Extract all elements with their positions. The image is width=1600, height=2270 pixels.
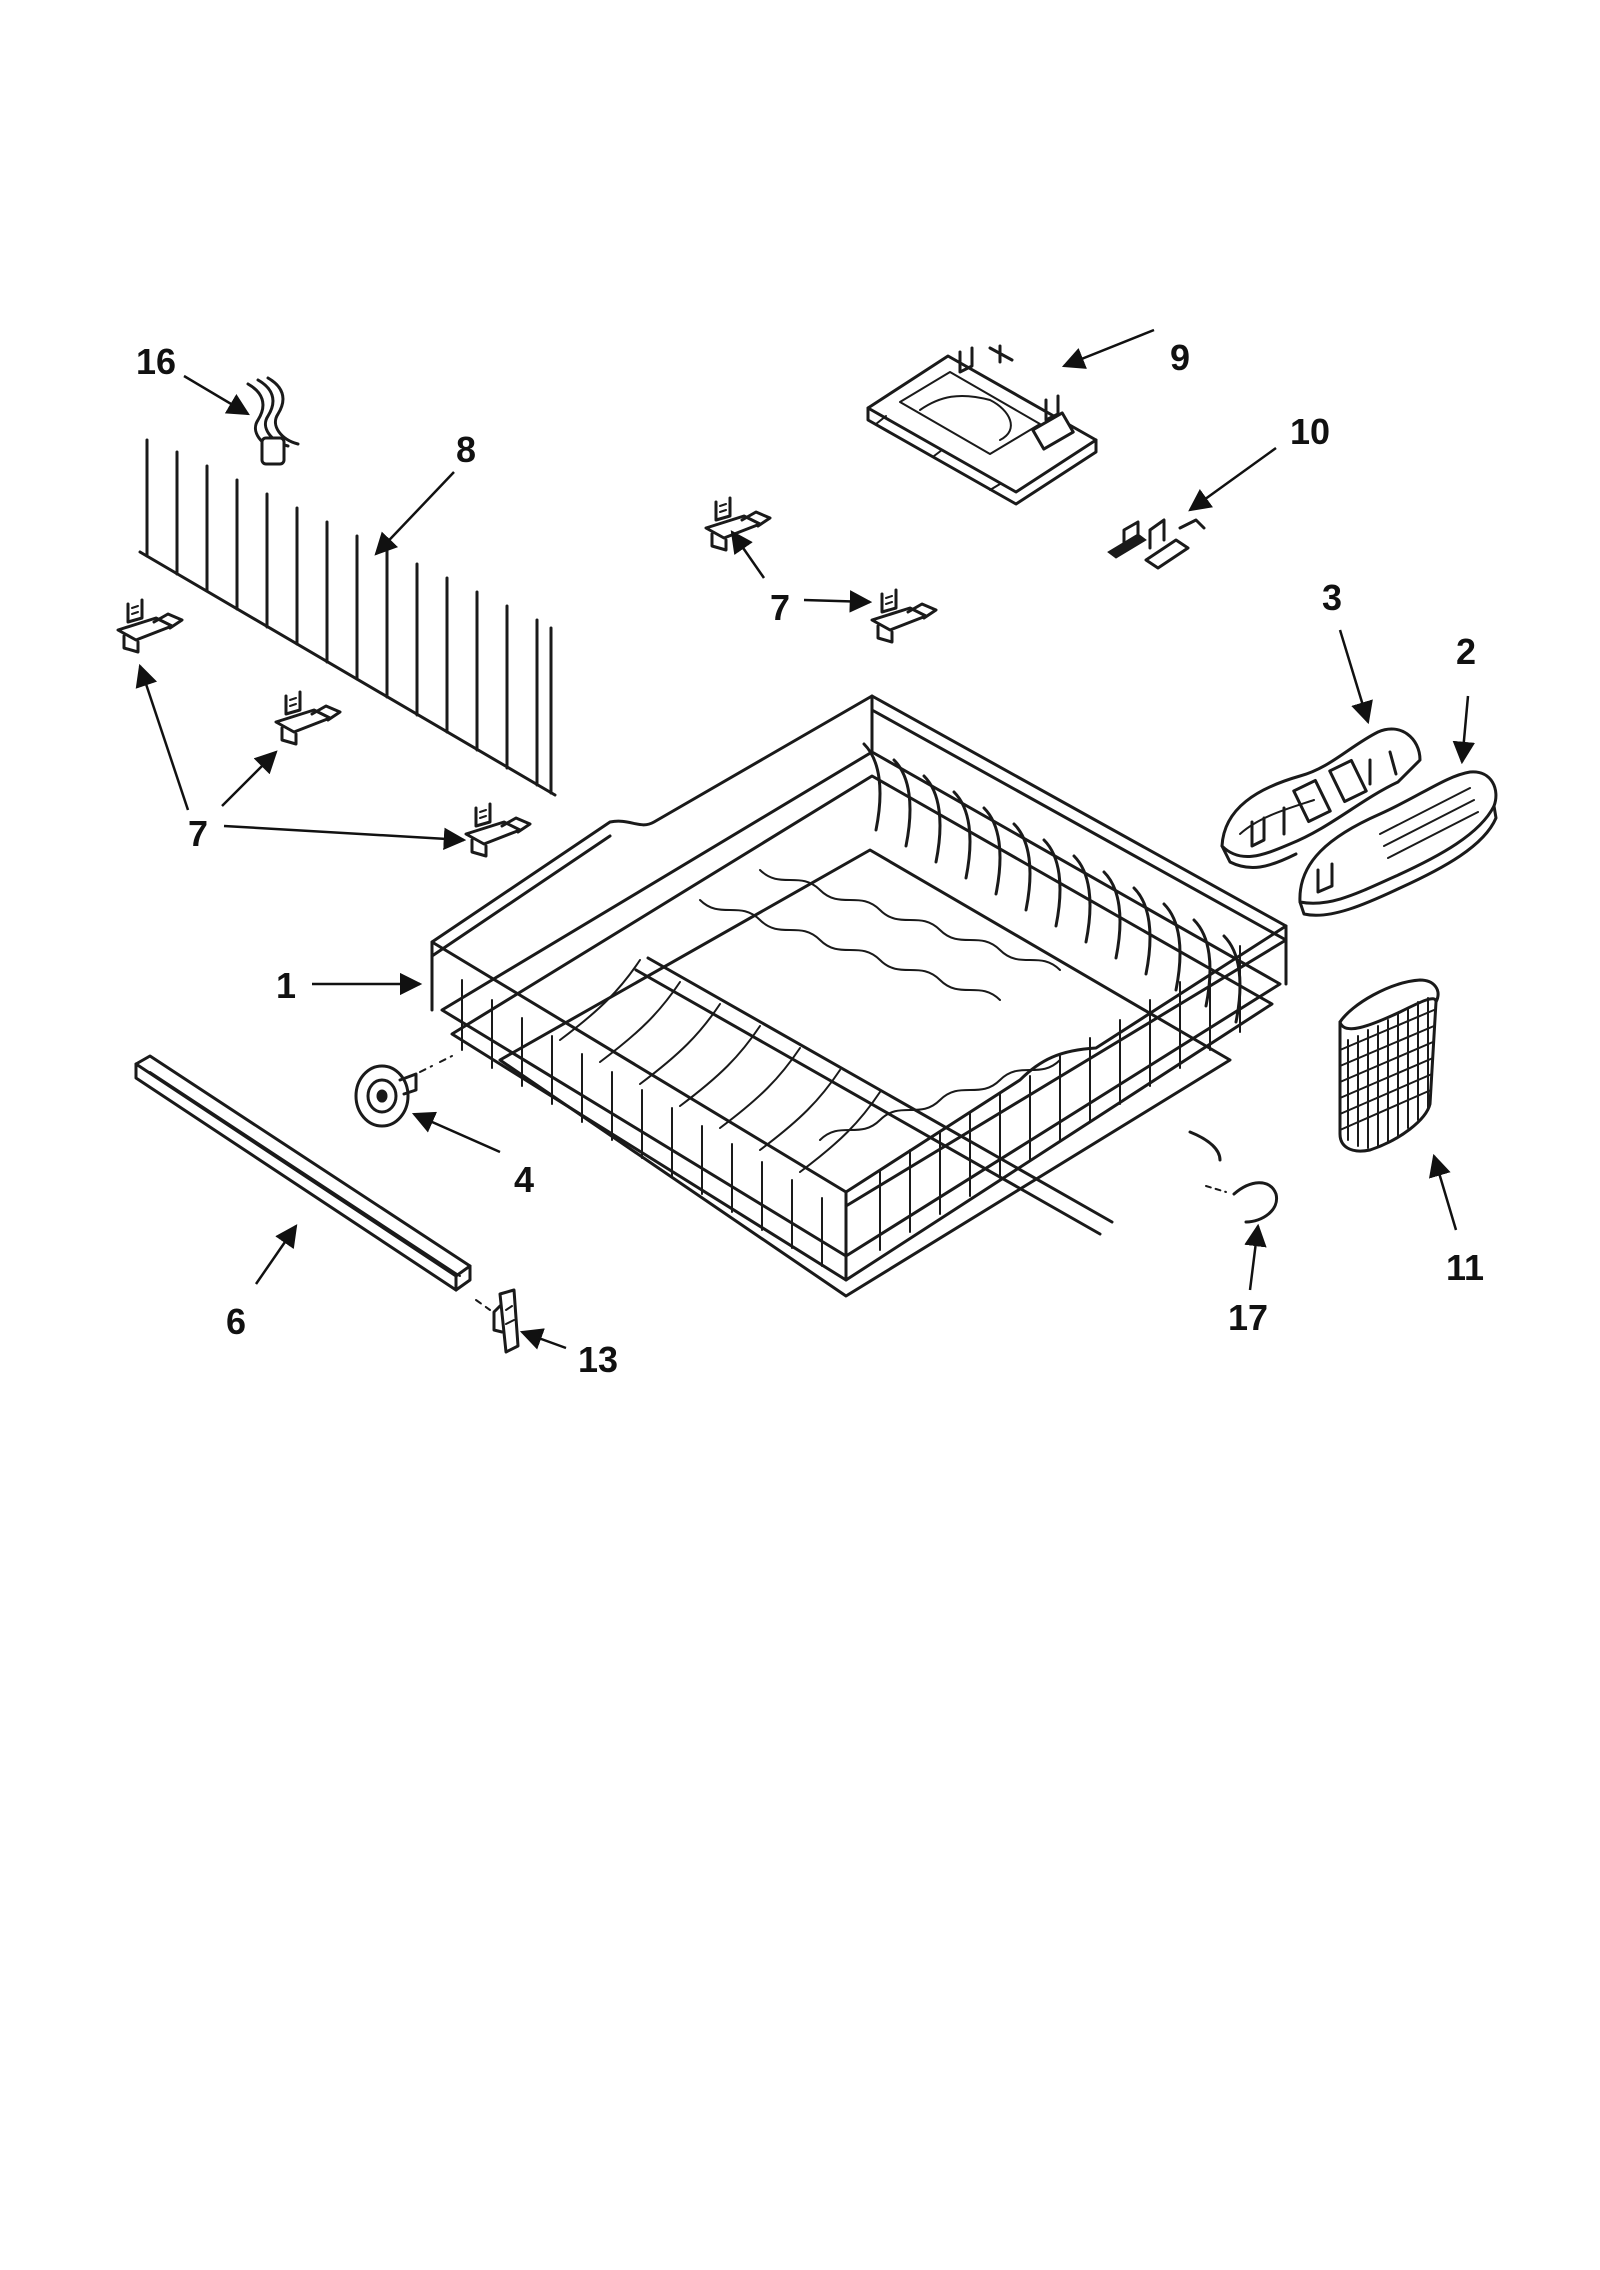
part-7-clip-b	[274, 690, 342, 746]
leader-7-top-2	[803, 590, 873, 613]
part-7-clip-c	[464, 802, 532, 858]
part-7-clip-d	[704, 496, 772, 552]
leader-7-left-2	[221, 750, 278, 807]
part-7-clip-a	[116, 598, 184, 654]
part-8-tine-row	[138, 438, 557, 797]
part-17-hook	[1205, 1181, 1279, 1224]
leader-9	[1061, 328, 1155, 369]
callout-8: 8	[456, 429, 476, 470]
callout-3: 3	[1322, 577, 1342, 618]
part-11-cutlery-basket	[1338, 978, 1440, 1153]
callout-7-left: 7	[188, 813, 208, 854]
leader-10	[1188, 446, 1277, 512]
leader-17	[1244, 1223, 1267, 1291]
leader-16	[183, 374, 250, 416]
leader-lines	[135, 328, 1476, 1350]
part-13-stop-clip	[492, 1288, 520, 1354]
leader-3	[1338, 629, 1373, 725]
callout-9: 9	[1170, 337, 1190, 378]
callout-labels: 16 8 9 10 7 7 3 2 1 4 6 13 11 17	[136, 337, 1484, 1380]
leader-2	[1452, 695, 1476, 765]
callout-4: 4	[514, 1159, 534, 1200]
part-10-clip	[1107, 518, 1206, 570]
part-9-tray	[866, 344, 1098, 506]
callout-16: 16	[136, 341, 176, 382]
leader-7-left-1	[135, 663, 190, 811]
part-16-clip	[246, 376, 300, 466]
callout-1: 1	[276, 965, 296, 1006]
leader-4	[411, 1111, 501, 1154]
leader-13	[519, 1328, 567, 1350]
callout-17: 17	[1228, 1297, 1268, 1338]
callout-7-top: 7	[770, 587, 790, 628]
callout-6: 6	[226, 1301, 246, 1342]
part-7-clip-e	[870, 588, 938, 644]
part-2-cover	[1298, 770, 1498, 917]
leader-8	[374, 471, 455, 556]
part-6-rail	[134, 1054, 491, 1311]
callout-13: 13	[578, 1339, 618, 1380]
callout-2: 2	[1456, 631, 1476, 672]
leader-11	[1428, 1153, 1458, 1231]
leader-7-top-1	[730, 530, 766, 579]
callout-11: 11	[1446, 1247, 1484, 1288]
leader-7-left-3	[223, 824, 467, 851]
part-1-upper-rack	[430, 694, 1288, 1298]
part-4-wheel	[354, 1055, 453, 1128]
part-3-bracket	[1220, 727, 1422, 869]
callout-10: 10	[1290, 411, 1330, 452]
leader-6	[254, 1224, 298, 1285]
